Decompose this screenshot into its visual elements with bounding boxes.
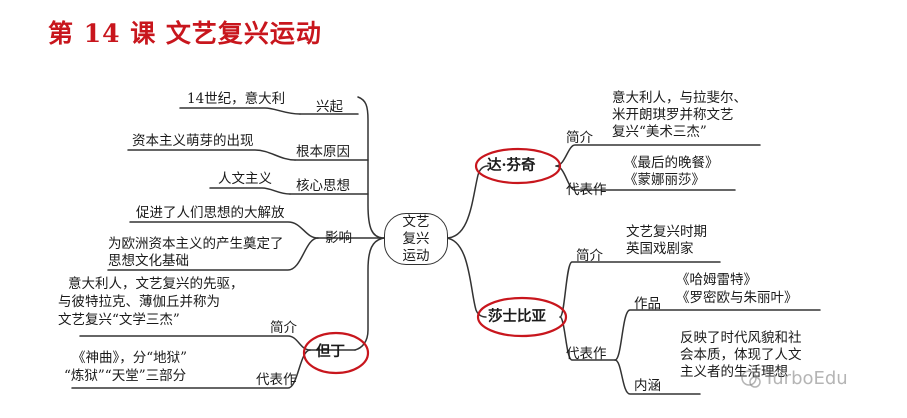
page-title: 第 14 课 文艺复兴运动	[48, 19, 322, 48]
danding-intro-label: 简介	[270, 320, 297, 336]
yingxiang-text2-line2: 思想文化基础	[108, 253, 189, 269]
danding-works-line1: 《神曲》，分“地狱”	[72, 350, 188, 366]
neihan-line2: 会本质，体现了人文	[680, 347, 802, 363]
neihan-label: 内涵	[634, 378, 661, 394]
danding-name: 但丁	[316, 343, 345, 360]
hexin-label: 核心思想	[296, 178, 350, 194]
shakespeare-intro-line2: 英国戏剧家	[626, 241, 694, 257]
trunk-lower-right	[445, 237, 487, 318]
highlight-shakespeare	[476, 296, 568, 338]
highlight-danding	[302, 331, 370, 375]
trunk-upper-left	[357, 96, 385, 239]
branch-davinci-works	[555, 165, 736, 191]
yingxiang-text2-line1: 为欧洲资本主义的产生奠定了	[108, 236, 284, 252]
shakespeare-intro-label: 简介	[576, 248, 603, 264]
davinci-works-label: 代表作	[566, 182, 607, 198]
danding-works-label: 代表作	[256, 372, 297, 388]
genben-label: 根本原因	[296, 144, 350, 160]
zuopin-line1: 《哈姆雷特》	[676, 272, 757, 288]
xingqi-text: 14世纪，意大利	[187, 91, 286, 107]
danding-intro-line2: 与彼特拉克、薄伽丘并称为	[58, 294, 220, 310]
shakespeare-name: 莎士比亚	[488, 308, 546, 325]
trunk-upper-right	[445, 165, 489, 239]
neihan-line3: 主义者的生活理想	[680, 364, 788, 380]
zuopin-line2: 《罗密欧与朱丽叶》	[676, 290, 798, 306]
yingxiang-label: 影响	[325, 230, 352, 246]
branch-shakespeare-intro	[559, 261, 721, 318]
davinci-intro-label: 简介	[566, 130, 593, 146]
watermark-text: TurboEdu	[764, 368, 848, 389]
davinci-works-line1: 《最后的晚餐》	[624, 155, 719, 171]
branch-davinci-intro	[555, 144, 761, 167]
yingxiang-text1: 促进了人们思想的大解放	[136, 205, 285, 221]
davinci-name: 达·芬奇	[487, 157, 536, 174]
shakespeare-intro-line1: 文艺复兴时期	[626, 224, 707, 240]
neihan-line1: 反映了时代风貌和社	[680, 330, 802, 346]
davinci-intro-line1: 意大利人，与拉斐尔、	[612, 90, 747, 106]
hexin-text: 人文主义	[218, 171, 272, 187]
trunk-lower-left	[354, 237, 385, 351]
davinci-intro-line2: 米开朗琪罗并称文艺	[612, 107, 734, 123]
xingqi-label: 兴起	[316, 99, 343, 115]
davinci-intro-line3: 复兴“美术三杰”	[612, 124, 707, 140]
genben-text: 资本主义萌芽的出现	[132, 133, 254, 149]
highlight-davinci	[474, 147, 562, 185]
branch-shakespeare-works	[559, 316, 616, 361]
danding-intro-line1: 意大利人，文艺复兴的先驱，	[68, 276, 244, 292]
center-node: 文艺复兴运动	[384, 213, 448, 265]
danding-works-line2: “炼狱”“天堂”三部分	[64, 368, 187, 384]
wechat-icon	[741, 370, 761, 388]
danding-intro-line3: 文艺复兴“文学三杰”	[58, 312, 180, 328]
davinci-works-line2: 《蒙娜丽莎》	[624, 172, 705, 188]
shakespeare-works-label: 代表作	[566, 346, 607, 362]
zuopin-label: 作品	[634, 296, 661, 312]
